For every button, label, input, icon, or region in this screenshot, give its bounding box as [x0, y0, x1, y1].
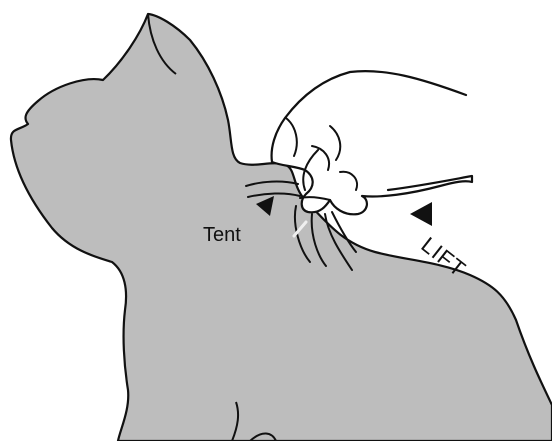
hand: [272, 71, 472, 214]
cat-body: [11, 14, 552, 441]
triangle-arrow-left-icon: [410, 202, 432, 226]
tent-label: Tent: [203, 224, 241, 247]
